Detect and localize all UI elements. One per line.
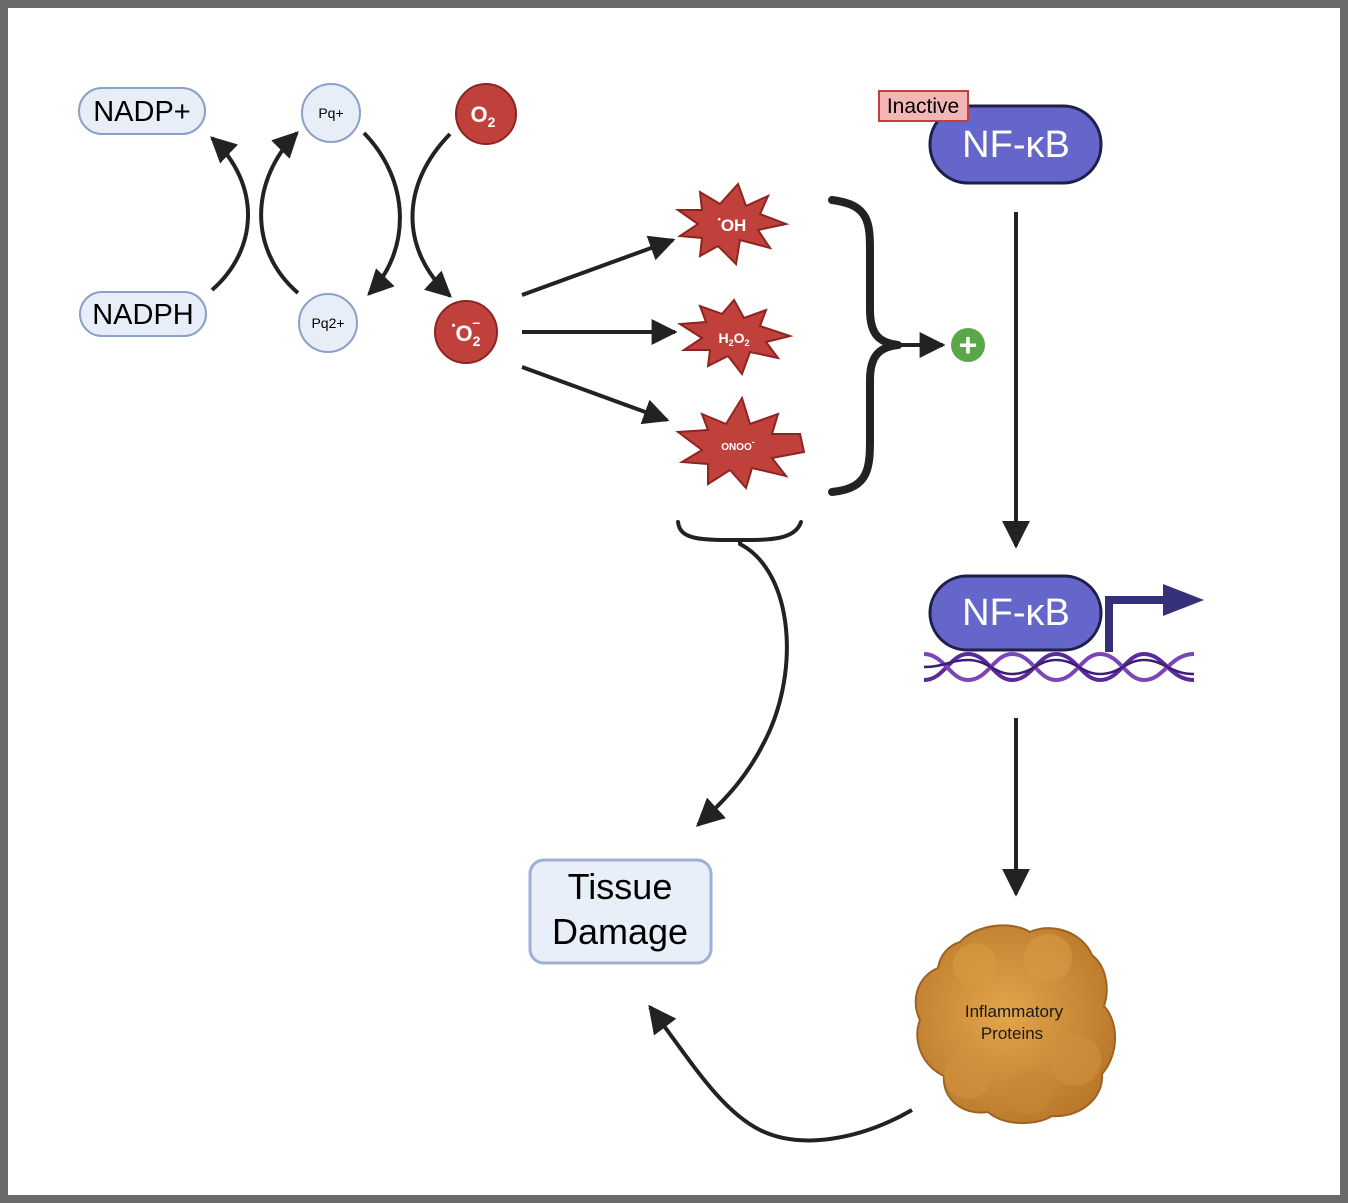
transcription-start-arrow [1105,584,1204,652]
tissue-damage-node: Tissue Damage [528,858,713,965]
svg-text:•OH: •OH [718,214,747,235]
inflammatory-proteins-line2: Proteins [981,1024,1043,1043]
oxygen-subscript: 2 [488,114,496,130]
arrow-to-peroxynitrite [521,365,670,425]
hydroxyl-dot: • [718,214,721,224]
peroxide-h-sub: 2 [729,338,734,348]
arrow-pq2-to-pq [259,131,300,295]
svg-text:ONOO-: ONOO- [721,437,755,453]
dna-strand-1 [923,651,1195,683]
superoxide-node: •O2 – [434,300,498,364]
peroxynitrite-burst: ONOO- [675,395,806,491]
nfkb-inactive-label: NF-κB [962,124,1070,166]
hydroxyl-text: OH [721,216,747,235]
nfkb-active-node: NF-κB [928,574,1103,652]
peroxynitrite-charge: - [752,437,755,447]
paraquat-oxidized-node: Pq+ [301,83,361,143]
svg-text:O2: O2 [471,102,496,130]
arrow-pq-to-pq2 [362,131,402,296]
tissue-damage-line1: Tissue [568,866,673,907]
nfkb-inactive-node: NF-κB [928,104,1103,185]
nfkb-active-label: NF-κB [962,592,1070,634]
inflammatory-proteins-node: Inflammatory Proteins [914,924,1117,1125]
superoxide-subscript: 2 [473,333,481,349]
dna-strand-2 [923,651,1195,683]
nadp-plus-label: NADP+ [93,96,191,128]
arrow-to-hydroxyl [521,235,676,297]
arrow-ros-to-tissue-damage [695,542,789,827]
oxygen-node: O2 [455,83,517,145]
arrow-proteins-to-tissue-damage [648,1004,913,1143]
activation-plus-icon: + [951,327,985,363]
paraquat-reduced-label: Pq2+ [311,315,344,331]
inactive-badge-label: Inactive [887,95,959,118]
hydrogen-peroxide-burst: H2O2 [676,298,794,377]
ros-lower-brace [676,520,803,546]
tissue-damage-line2: Damage [552,911,688,952]
peroxide-h: H [718,330,728,346]
paraquat-reduced-node: Pq2+ [298,293,358,353]
dna-helix [923,651,1195,683]
superoxide-charge: – [472,314,480,330]
peroxide-o: O [734,330,745,346]
activation-plus-symbol: + [959,327,978,363]
arrow-o2-to-superoxide [410,132,452,298]
nadph-label: NADPH [92,299,194,331]
paraquat-oxidized-label: Pq+ [318,105,343,121]
peroxide-o-sub: 2 [745,338,750,348]
dna-strand-3 [923,658,1195,676]
svg-text:H2O2: H2O2 [718,330,749,348]
inflammatory-proteins-line1: Inflammatory [965,1002,1064,1021]
superoxide-dot: • [452,320,456,332]
superoxide-symbol: O [455,321,472,346]
peroxynitrite-text: ONOO [721,442,752,453]
svg-text:•O2–: •O2 – [452,314,481,349]
arrow-nadph-to-nadp [210,136,250,292]
hydroxyl-radical-burst: •OH [674,182,790,267]
nadph-node: NADPH [79,291,207,337]
oxygen-symbol: O [471,102,488,127]
inactive-badge: Inactive [878,90,969,122]
nadp-plus-node: NADP+ [78,87,206,135]
